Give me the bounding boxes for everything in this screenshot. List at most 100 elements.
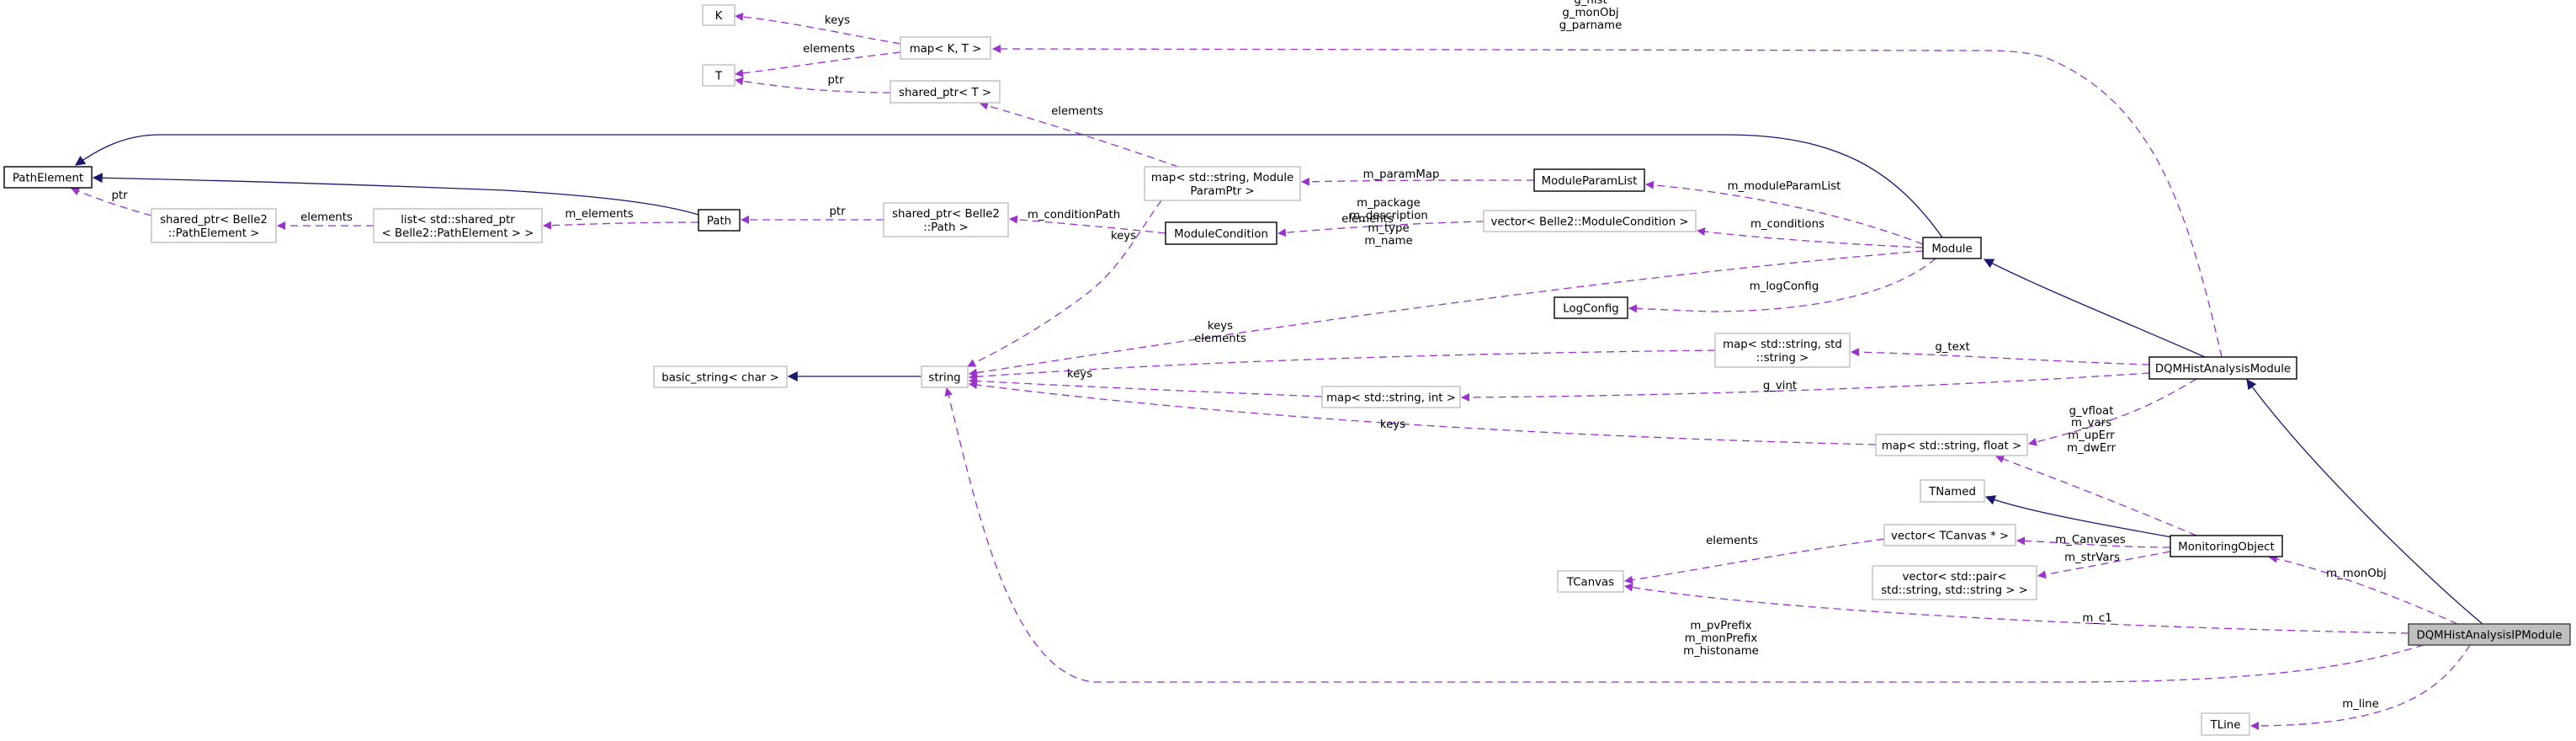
node-box <box>1714 333 1851 368</box>
edge-label-dqmhist-analysis-ipmodule-to-tline: m_line <box>2342 698 2379 711</box>
edge-label-line: m_name <box>1364 235 1412 248</box>
usage-edge-monitoring-object-to-vec-pair <box>2037 551 2171 579</box>
edge-label-line: elements <box>1194 333 1246 345</box>
node-label: K <box>715 10 723 23</box>
node-box <box>900 36 991 60</box>
node-box <box>2408 623 2571 646</box>
node-label: basic_string< char > <box>661 372 778 385</box>
node-map-ss: map< std::string, std::string > <box>1714 333 1851 368</box>
usage-arrow <box>735 12 901 45</box>
edge-label-module-to-log-config: m_logConfig <box>1750 280 1819 293</box>
edge-label-line: keys <box>1111 230 1136 243</box>
edge-label-line: m_upErr <box>2068 429 2115 442</box>
edge-label-map-si-to-string: keys <box>1067 368 1092 381</box>
usage-edge-module-to-log-config <box>1628 258 1936 313</box>
usage-arrow <box>735 51 901 77</box>
usage-edge-dqmhist-analysis-module-to-map-ss <box>1851 348 2150 365</box>
usage-edge-module-to-module-param-list <box>1645 180 1924 245</box>
usage-edge-monitoring-object-to-vec-canvas <box>2016 536 2171 548</box>
usage-edge-map-param-to-string <box>967 200 1162 367</box>
node-label: map< std::string, int > <box>1326 392 1456 405</box>
node-sptr-t: shared_ptr< T > <box>890 80 1001 104</box>
edge-label-module-to-module-param-list: m_moduleParamList <box>1728 180 1841 193</box>
usage-edge-sptr-pe-to-path-element <box>71 187 152 216</box>
node-box <box>1321 386 1461 408</box>
node-label: TCanvas <box>1566 577 1614 589</box>
usage-arrow <box>969 250 1924 377</box>
node-label: vector< std::pair< <box>1903 571 2007 584</box>
edge-label-line: m_vars <box>2071 417 2111 429</box>
edge-label-line: m_dwErr <box>2067 442 2117 455</box>
edge-label-module-to-vec-cond: m_conditions <box>1750 218 1824 231</box>
node-box <box>653 365 788 388</box>
node-monitoring-object[interactable]: MonitoringObject <box>2170 535 2283 557</box>
node-module-condition[interactable]: ModuleCondition <box>1165 221 1277 245</box>
edge-label-line: m_type <box>1368 222 1409 235</box>
inheritance-arrow <box>92 173 699 216</box>
node-dqmhist-analysis-module[interactable]: DQMHistAnalysisModule <box>2148 356 2297 380</box>
node-label: map< std::string, float > <box>1882 440 2021 453</box>
inheritance-arrow <box>75 134 1943 238</box>
node-label: vector< Belle2::ModuleCondition > <box>1490 216 1688 229</box>
edge-label-map-kt-to-k: keys <box>825 14 850 27</box>
node-path-element[interactable]: PathElement <box>3 166 93 189</box>
node-label: DQMHistAnalysisIPModule <box>2416 630 2562 642</box>
node-tnamed: TNamed <box>1920 479 1985 503</box>
edge-label-line: m_monPrefix <box>1685 632 1758 645</box>
edge-label-line: m_conditionPath <box>1028 209 1120 221</box>
edge-label-line: m_logConfig <box>1750 280 1819 293</box>
node-module[interactable]: Module <box>1922 237 1982 259</box>
usage-edge-sptr-t-to-t <box>735 77 891 93</box>
node-label: T <box>714 71 723 83</box>
usage-arrow <box>969 381 1877 445</box>
node-label: list< std::shared_ptr <box>401 214 515 227</box>
node-log-config[interactable]: LogConfig <box>1554 296 1628 319</box>
edge-label-map-param-to-string: keys <box>1111 230 1136 243</box>
edge-label-line: elements <box>1341 213 1394 226</box>
usage-edge-map-kt-to-k <box>735 12 901 45</box>
node-tcanvas: TCanvas <box>1557 570 1624 593</box>
usage-edge-vec-canvas-to-tcanvas <box>1624 538 1885 584</box>
edge-label-vec-canvas-to-tcanvas: elements <box>1706 535 1758 547</box>
node-box <box>1483 210 1697 232</box>
edge-label-sptr-t-to-t: ptr <box>827 74 844 87</box>
usage-edge-dqmhist-analysis-ipmodule-to-monitoring-object <box>2269 554 2458 625</box>
usage-arrow <box>1277 221 1485 237</box>
edge-label-line: elements <box>1706 535 1758 547</box>
node-module-param-list[interactable]: ModuleParamList <box>1533 168 1645 192</box>
edge-label-path-to-list-pe: m_elements <box>565 208 633 221</box>
node-dqmhist-analysis-ipmodule[interactable]: DQMHistAnalysisIPModule <box>2408 623 2571 646</box>
node-label: ModuleParamList <box>1542 175 1638 188</box>
node-path[interactable]: Path <box>698 209 741 232</box>
node-label: ::PathElement > <box>168 227 260 240</box>
inheritance-arrow <box>1983 259 2206 358</box>
usage-arrow <box>969 376 1323 397</box>
node-label: string <box>928 372 960 385</box>
usage-arrow <box>1628 258 1936 313</box>
edge-label-line: g_vfloat <box>2069 405 2114 418</box>
node-box <box>1922 237 1982 259</box>
edge-label-line: m_package <box>1357 197 1421 210</box>
edge-label-dqmhist-analysis-ipmodule-to-monitoring-object: m_monObj <box>2326 568 2387 580</box>
usage-arrow <box>1624 583 2409 634</box>
edge-label-line: ptr <box>111 189 128 202</box>
node-label: map< std::string, std <box>1723 339 1842 351</box>
edge-label-line: m_histoname <box>1683 645 1759 658</box>
usage-arrow <box>967 200 1162 367</box>
node-label: std::string, std::string > > <box>1881 584 2028 597</box>
edge-label-dqmhist-analysis-module-to-map-ss: g_text <box>1935 341 1969 354</box>
edge-label-line: keys <box>1208 320 1233 333</box>
node-k: K <box>702 4 736 26</box>
node-box <box>151 208 277 243</box>
usage-edge-module-condition-to-sptr-path <box>1009 215 1166 234</box>
usage-edge-map-kt-to-t <box>735 51 901 77</box>
node-box <box>698 209 741 232</box>
usage-edge-map-sf-to-string <box>969 381 1877 445</box>
usage-edge-module-to-string <box>969 250 1924 377</box>
usage-edge-dqmhist-analysis-ipmodule-to-tcanvas <box>1624 583 2409 634</box>
